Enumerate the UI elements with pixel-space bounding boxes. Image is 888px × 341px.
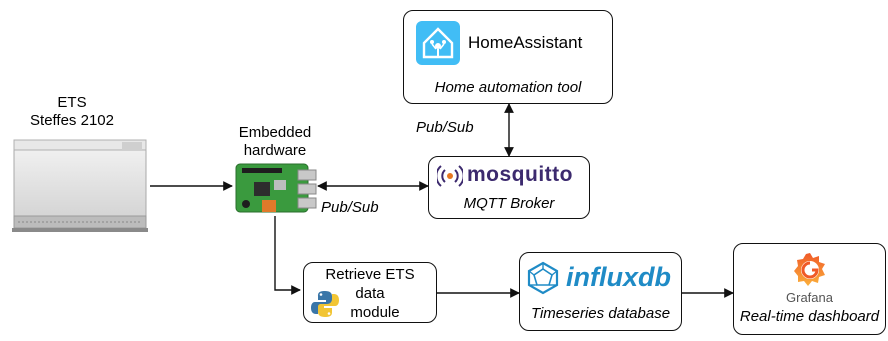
python-logo-icon <box>310 289 340 319</box>
grafana-logo-icon <box>792 250 828 288</box>
influxdb-logo-icon <box>526 261 560 295</box>
retrieve-label-line2: data <box>355 285 385 302</box>
ets-label-line2: Steffes 2102 <box>30 112 114 129</box>
homeassistant-logo-icon <box>416 21 460 65</box>
hardware-label-line1: Embedded <box>238 124 312 141</box>
influxdb-box: influxdb Timeseries database <box>519 252 682 331</box>
hardware-label: Embedded hardware <box>225 124 325 160</box>
mosquitto-signal-icon <box>435 163 465 189</box>
grafana-logo-text: Grafana <box>786 290 833 305</box>
influxdb-caption: Timeseries database <box>530 305 671 322</box>
retrieve-label-line3: module <box>350 304 400 321</box>
ets-heater-image <box>12 136 148 234</box>
raspberry-pi-board-icon <box>234 160 318 216</box>
pubsub-label-middle: Pub/Sub <box>321 199 379 216</box>
homeassistant-name: HomeAssistant <box>468 33 583 52</box>
homeassistant-box: HomeAssistant Home automation tool <box>403 10 613 104</box>
mosquitto-logo-text: mosquitto <box>467 163 573 186</box>
grafana-box: Grafana Real-time dashboard <box>733 243 886 335</box>
arrow-hardware-to-retrieve <box>274 216 301 295</box>
ets-label: ETS Steffes 2102 <box>12 94 132 130</box>
retrieve-module-box: Retrieve ETS data module <box>303 262 437 323</box>
ets-label-line1: ETS <box>57 94 87 111</box>
grafana-caption: Real-time dashboard <box>739 308 880 325</box>
influxdb-logo-text: influxdb <box>566 262 671 292</box>
homeassistant-caption: Home automation tool <box>434 79 582 96</box>
mqtt-broker-box: mosquitto MQTT Broker <box>428 156 590 219</box>
retrieve-label-line1: Retrieve ETS <box>325 266 415 283</box>
retrieve-module-label: Retrieve ETS data module <box>304 265 436 322</box>
hardware-label-line2: hardware <box>243 142 307 159</box>
pubsub-label-top: Pub/Sub <box>416 119 474 136</box>
mqtt-broker-caption: MQTT Broker <box>463 195 555 212</box>
